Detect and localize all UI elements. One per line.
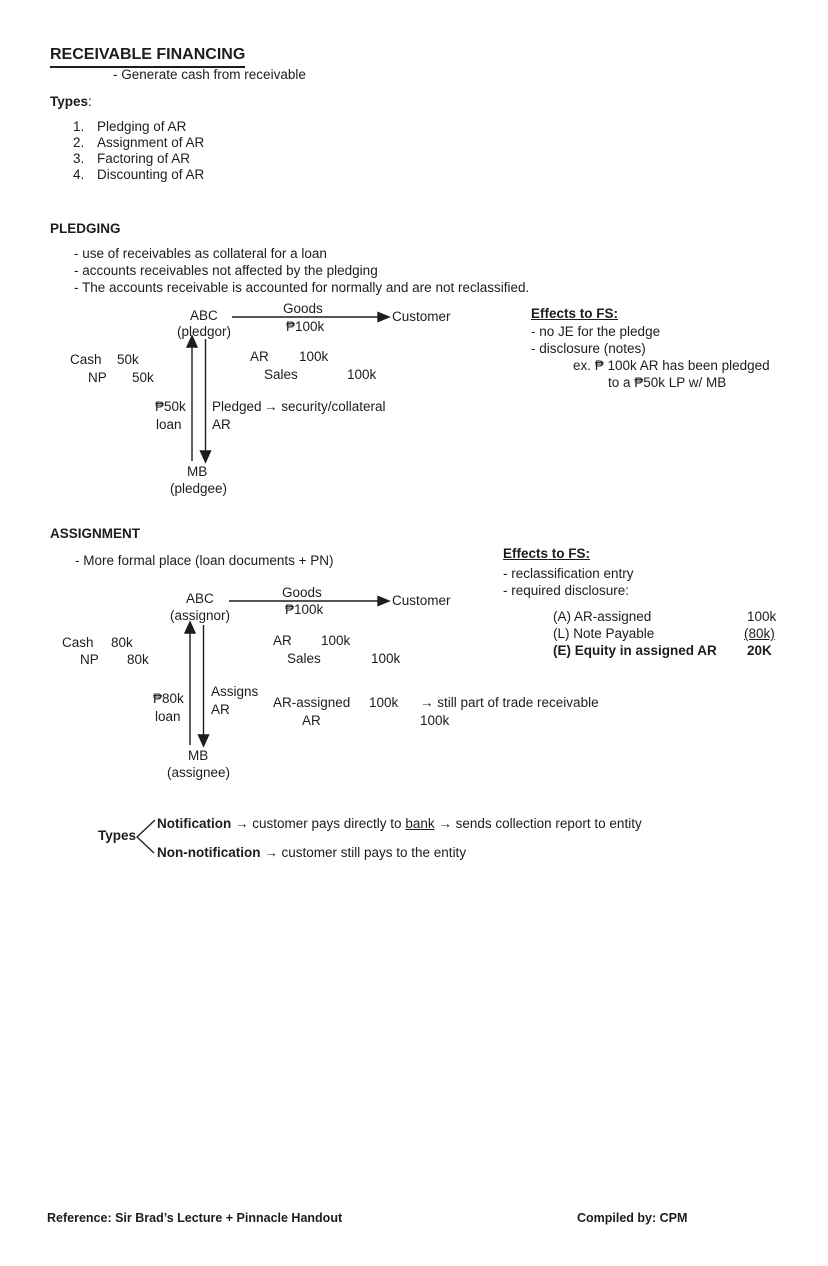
pledging-pledge-down-arrow [199, 339, 212, 464]
goods-label: Goods [283, 301, 323, 316]
je-debit-amount: 100k [321, 633, 351, 648]
je-debit-account: AR [273, 633, 292, 648]
je-debit-account: Cash [70, 352, 102, 367]
assignee-role: (assignee) [167, 765, 231, 780]
pledgor-entity: ABC [190, 308, 218, 323]
type-item-number: 3. [73, 151, 85, 166]
je-credit-account: Sales [264, 367, 298, 382]
pledging-bullet: - accounts receivables not affected by t… [74, 263, 378, 278]
je-credit-amount: 80k [127, 652, 149, 667]
pledging-bullet: - use of receivables as collateral for a… [74, 246, 327, 261]
je-debit-amount: 50k [117, 352, 139, 367]
pledging-heading: PLEDGING [50, 221, 121, 236]
je-credit-amount: 100k [420, 713, 450, 728]
assignment-assign-down-arrow [197, 625, 210, 748]
effects-line: - no JE for the pledge [531, 324, 661, 339]
disclosure-row-value: 20K [747, 643, 772, 658]
assignor-role: (assignor) [170, 608, 231, 623]
non-notification-line: Non-notification → customer still pays t… [157, 845, 466, 861]
je-debit-amount: 100k [369, 695, 399, 710]
footer-compiled-by: Compiled by: CPM [577, 1211, 688, 1225]
page-title: RECEIVABLE FINANCING [50, 46, 246, 68]
effects-heading: Effects to FS: [531, 306, 619, 321]
type-item-label: Assignment of AR [97, 135, 205, 150]
pledgee-role: (pledgee) [170, 481, 228, 496]
types-heading-word: Types [50, 94, 89, 109]
pledge-note: → security/collateral [264, 399, 386, 414]
assignment-loan-up-arrow [183, 620, 197, 745]
disclosure-row-value: (80k) [744, 626, 775, 641]
je-credit-account: NP [88, 370, 107, 385]
loan-amount-label: ₱50k [155, 399, 186, 414]
reclass-note: → still part of trade receivable [420, 695, 599, 710]
footer-reference: Reference: Sir Brad’s Lecture + Pinnacle… [47, 1211, 343, 1225]
je-credit-amount: 100k [347, 367, 377, 382]
disclosure-row-label: (A) AR-assigned [553, 609, 652, 624]
customer-entity: Customer [392, 593, 451, 608]
loan-word-label: loan [156, 417, 182, 432]
pledged-ar-label: AR [212, 417, 231, 432]
type-item-number: 2. [73, 135, 85, 150]
je-credit-amount: 100k [371, 651, 401, 666]
disclosure-row-label: (L) Note Payable [553, 626, 655, 641]
notification-rest: → sends collection report to entity [434, 816, 642, 831]
goods-amount: ₱100k [285, 602, 324, 617]
assignee-entity: MB [188, 748, 209, 763]
assignment-heading: ASSIGNMENT [50, 526, 141, 541]
disclosure-row-label: (E) Equity in assigned AR [553, 643, 717, 658]
assignor-entity: ABC [186, 591, 214, 606]
notification-mid: → customer pays directly to [231, 816, 406, 831]
disclosure-row-value: 100k [747, 609, 777, 624]
page-subtitle: - Generate cash from receivable [113, 67, 306, 82]
pledgor-role: (pledgor) [177, 324, 232, 339]
assigns-label: Assigns [211, 684, 259, 699]
effects-line: - disclosure (notes) [531, 341, 646, 356]
types-branch-label: Types [98, 828, 137, 843]
non-notification-term: Non-notification [157, 845, 261, 860]
pledged-label: Pledged [212, 399, 262, 414]
je-debit-account: AR [250, 349, 269, 364]
je-debit-amount: 100k [299, 349, 329, 364]
pledging-bullet: - The accounts receivable is accounted f… [74, 280, 530, 295]
type-item-label: Discounting of AR [97, 167, 205, 182]
notification-line: Notification → customer pays directly to… [157, 816, 642, 832]
assigns-ar-label: AR [211, 702, 230, 717]
loan-word-label: loan [155, 709, 181, 724]
je-credit-account: AR [302, 713, 321, 728]
type-item-number: 4. [73, 167, 85, 182]
je-credit-account: NP [80, 652, 99, 667]
goods-label: Goods [282, 585, 322, 600]
je-credit-amount: 50k [132, 370, 154, 385]
type-item-label: Pledging of AR [97, 119, 187, 134]
je-debit-account: AR-assigned [273, 695, 351, 710]
effects-example-line: ex. ₱ 100k AR has been pledged [573, 358, 770, 373]
effects-line: - reclassification entry [503, 566, 634, 581]
non-notification-rest: → customer still pays to the entity [260, 845, 467, 860]
je-debit-amount: 80k [111, 635, 133, 650]
notification-bank-word: bank [405, 816, 435, 831]
effects-heading: Effects to FS: [503, 546, 591, 561]
types-heading: Types: [50, 94, 92, 110]
loan-amount-label: ₱80k [153, 691, 184, 706]
type-item-number: 1. [73, 119, 85, 134]
assignment-bullet: - More formal place (loan documents + PN… [75, 553, 334, 568]
pledging-loan-up-arrow [185, 334, 199, 461]
effects-line: - required disclosure: [503, 583, 630, 598]
pledgee-entity: MB [187, 464, 208, 479]
je-debit-account: Cash [62, 635, 94, 650]
effects-example-line: to a ₱50k LP w/ MB [608, 375, 727, 390]
goods-amount: ₱100k [286, 319, 325, 334]
customer-entity: Customer [392, 309, 451, 324]
je-credit-account: Sales [287, 651, 321, 666]
notification-term: Notification [157, 816, 232, 831]
type-item-label: Factoring of AR [97, 151, 191, 166]
types-branch-lines [136, 819, 156, 854]
types-heading-colon: : [88, 94, 92, 109]
